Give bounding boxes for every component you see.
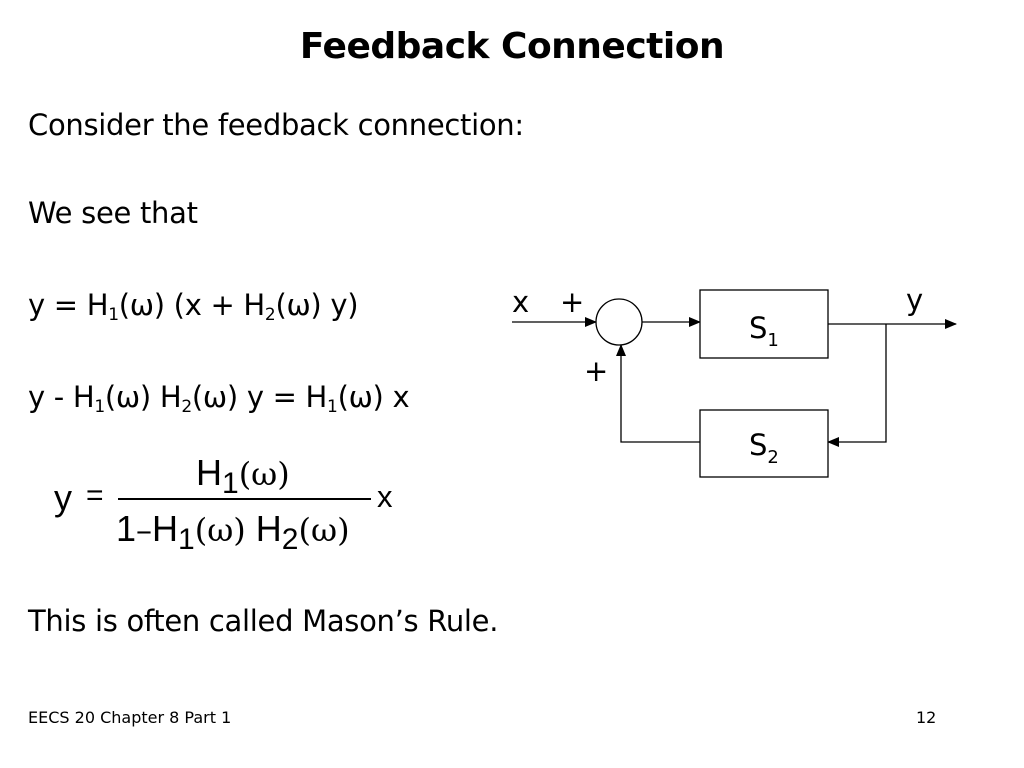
s2-letter: S: [749, 428, 767, 462]
diagram-plus-feedback: +: [584, 354, 608, 388]
eq1-sub-a: 1: [108, 305, 119, 325]
eq3-den-one: 1: [116, 508, 137, 549]
eq1-lhs: y = H: [28, 288, 109, 322]
diagram-input-label: x: [512, 285, 529, 319]
eq3-y: y: [54, 477, 72, 518]
eq3-den-omega2: (ω): [298, 511, 350, 549]
eq3-equals: =: [86, 479, 104, 512]
eq3-num-h: H: [196, 452, 222, 493]
eq2-mid-b: (ω) y = H: [191, 380, 328, 414]
eq1-sub-b: 2: [264, 305, 276, 325]
block-s2: [699, 409, 829, 478]
eq3-den-minus: –: [136, 511, 153, 549]
eq1-tail: (ω) y): [275, 288, 359, 322]
eq3-num-omega: (ω): [238, 455, 290, 493]
eq3-den-h2: H: [255, 508, 282, 549]
s2-sub: 2: [767, 447, 778, 468]
eq2-lhs: y - H: [28, 380, 95, 414]
block-s1: [699, 289, 829, 359]
block-s1-label: S1: [749, 311, 779, 351]
eq3-den-sub2: 2: [281, 523, 299, 556]
eq2-sub-b: 2: [181, 397, 192, 417]
footer-course: EECS 20 Chapter 8 Part 1: [28, 708, 232, 727]
eq2-tail: (ω) x: [337, 380, 410, 414]
summing-junction: [595, 298, 643, 346]
eq3-den-h1: H: [152, 508, 179, 549]
footer-page-number: 12: [916, 708, 937, 727]
eq3-den-sub1: 1: [178, 523, 195, 556]
fraction-bar: [118, 498, 371, 500]
feedback-path-to-junction: [616, 344, 700, 443]
eq1-mid-a: (ω) (x + H: [118, 288, 265, 322]
eq3-num-sub: 1: [222, 467, 239, 500]
eq2-sub-a: 1: [94, 397, 105, 417]
s1-letter: S: [749, 311, 767, 345]
eq3-den-omega1: (ω): [194, 511, 246, 549]
conclusion-text: This is often called Mason’s Rule.: [28, 604, 499, 638]
feedback-path-to-s2: [827, 324, 887, 447]
equation-1: y = H1(ω) (x + H2(ω) y): [28, 288, 359, 325]
equation-2: y - H1(ω) H2(ω) y = H1(ω) x: [28, 380, 410, 417]
slide-title: Feedback Connection: [299, 26, 725, 67]
block-s2-label: S2: [749, 428, 779, 468]
eq3-numerator: H1(ω): [196, 452, 290, 499]
diagram-plus-top: +: [560, 285, 584, 319]
s1-sub: 1: [767, 330, 778, 351]
intro-text: Consider the feedback connection:: [28, 108, 524, 142]
eq3-x: x: [377, 479, 393, 514]
we-see-text: We see that: [28, 196, 198, 230]
eq3-denominator: 1–H1(ω) H2(ω): [116, 508, 350, 555]
diagram-output-label: y: [906, 283, 923, 317]
eq2-sub-c: 1: [327, 397, 338, 417]
eq2-mid-a: (ω) H: [104, 380, 182, 414]
